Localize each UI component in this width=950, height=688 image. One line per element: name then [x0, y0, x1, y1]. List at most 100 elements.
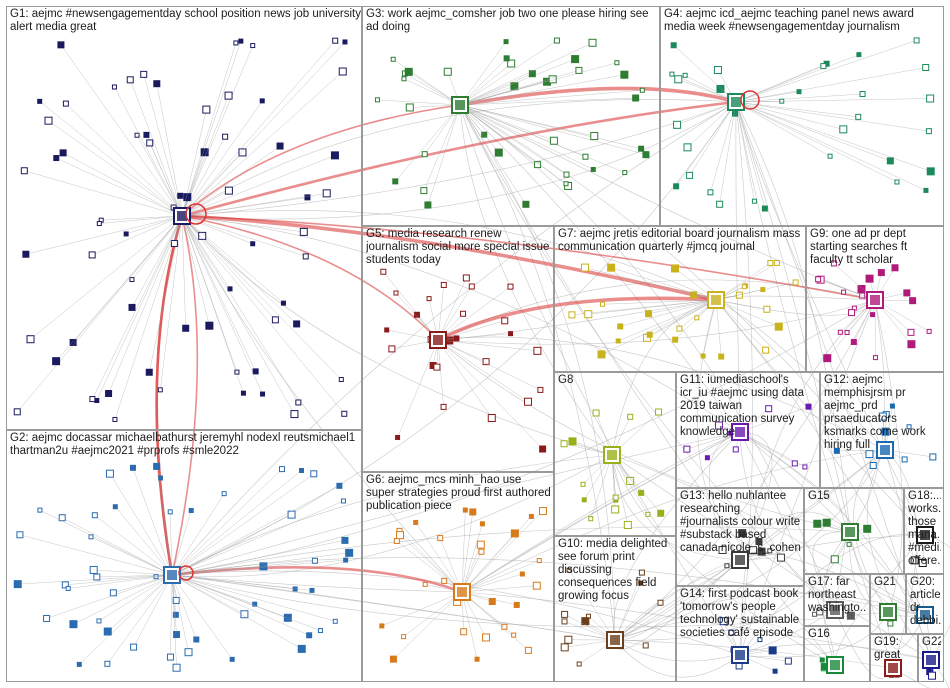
edge	[437, 339, 529, 402]
node	[837, 329, 843, 335]
edge	[171, 574, 313, 591]
edge	[181, 215, 256, 372]
node	[474, 656, 480, 662]
edge	[65, 574, 173, 586]
node	[617, 323, 624, 330]
group-label-g4: G4: aejmc icd_aejmc teaching panel news …	[664, 8, 918, 33]
node	[926, 328, 932, 334]
group-box-g4: G4: aejmc icd_aejmc teaching panel news …	[660, 6, 944, 226]
edge	[62, 152, 183, 217]
node	[507, 283, 514, 290]
edge	[55, 215, 183, 362]
node	[859, 91, 866, 98]
node	[123, 231, 129, 237]
edge	[614, 583, 641, 641]
node	[112, 416, 118, 422]
edge	[99, 215, 183, 224]
node	[422, 581, 428, 587]
edge	[181, 155, 336, 217]
node	[568, 311, 576, 319]
node	[713, 66, 722, 75]
inter-group-edge	[614, 639, 741, 678]
weighted-edge	[181, 215, 439, 341]
edge	[181, 215, 253, 244]
node	[374, 97, 380, 103]
node	[519, 571, 525, 577]
node	[886, 157, 894, 165]
node	[16, 531, 24, 539]
node	[309, 587, 315, 593]
node	[140, 70, 148, 78]
node	[177, 192, 184, 199]
edge	[710, 101, 737, 193]
edge	[461, 573, 523, 593]
group-label-g13: G13: hello nuhlantee researching #journa…	[680, 490, 801, 554]
node	[813, 519, 822, 528]
inter-group-edge	[735, 101, 851, 533]
edge	[171, 560, 315, 576]
inter-group-edge	[924, 534, 950, 661]
hub-avatar	[830, 660, 840, 670]
edge	[133, 574, 173, 648]
edge	[107, 574, 173, 632]
edge	[181, 215, 306, 257]
edge	[715, 299, 779, 327]
node	[757, 637, 763, 643]
node	[62, 100, 69, 107]
edge	[181, 215, 342, 380]
node	[306, 632, 313, 639]
edge	[461, 510, 466, 593]
node	[88, 534, 94, 540]
node	[741, 284, 747, 290]
hub-avatar	[167, 570, 177, 580]
hub-avatar	[607, 450, 617, 460]
node	[830, 260, 837, 267]
node	[271, 316, 279, 324]
node	[250, 43, 256, 49]
inter-group-edge	[459, 104, 741, 656]
hub-avatar	[455, 100, 465, 110]
node	[642, 642, 649, 649]
node	[22, 250, 30, 258]
edge	[415, 522, 463, 593]
node	[768, 646, 777, 655]
node	[802, 464, 808, 470]
edge	[171, 574, 336, 622]
inter-group-edge	[459, 104, 616, 641]
node	[222, 133, 229, 140]
edge	[437, 339, 541, 391]
node	[318, 628, 324, 634]
edge	[24, 170, 183, 217]
node	[478, 548, 485, 555]
node	[553, 37, 560, 44]
node	[433, 363, 441, 371]
node	[401, 76, 407, 82]
inter-group-edge	[849, 531, 926, 616]
edge	[735, 101, 927, 191]
edge	[735, 65, 824, 103]
node	[767, 548, 773, 554]
node	[724, 563, 730, 569]
node	[20, 167, 28, 175]
edge	[437, 339, 538, 352]
edge	[437, 286, 511, 341]
node	[338, 377, 344, 383]
edge	[874, 299, 930, 332]
group-label-g15: G15	[808, 490, 830, 502]
node	[670, 264, 679, 273]
inter-group-edge	[735, 101, 741, 433]
node	[503, 55, 510, 62]
node	[260, 391, 266, 397]
node	[469, 508, 477, 516]
node	[623, 520, 632, 529]
edge	[181, 215, 345, 414]
node	[865, 450, 874, 459]
inter-group-edge	[739, 299, 876, 656]
node	[126, 76, 134, 84]
inter-group-edge	[611, 454, 932, 661]
node	[395, 434, 401, 440]
edge	[461, 591, 529, 651]
node	[487, 413, 496, 422]
edge	[459, 73, 533, 106]
edge	[395, 104, 461, 182]
